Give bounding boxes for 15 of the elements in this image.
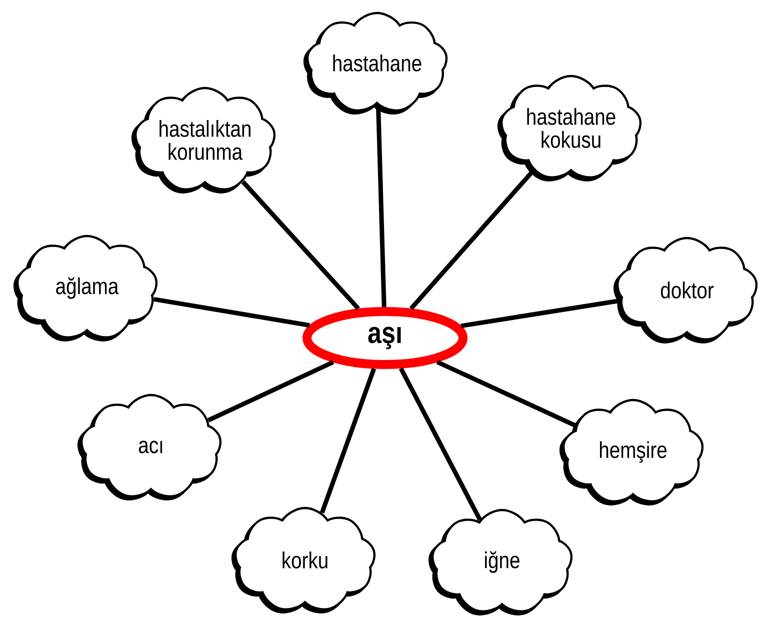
- connector-line: [460, 298, 621, 328]
- cloud-bubble: iğne: [428, 508, 573, 616]
- connector-line: [436, 360, 577, 428]
- cloud-bubble: korku: [231, 506, 376, 614]
- center-oval: aşı: [302, 307, 468, 369]
- cloud-bubble: hastalıktan korunma: [131, 86, 276, 194]
- cloud-bubble: doktor: [614, 236, 758, 344]
- cloud-bubble: hastahane: [303, 12, 448, 115]
- connector-line: [153, 296, 310, 328]
- connector-line: [409, 168, 536, 310]
- cloud-bubble: acı: [77, 394, 222, 500]
- connector-line: [241, 180, 360, 310]
- cloud-bubble: hastahane kokusu: [497, 74, 642, 182]
- cloud-bubble: ağlama: [13, 234, 158, 342]
- cloud-bubble: hemşire: [560, 398, 704, 506]
